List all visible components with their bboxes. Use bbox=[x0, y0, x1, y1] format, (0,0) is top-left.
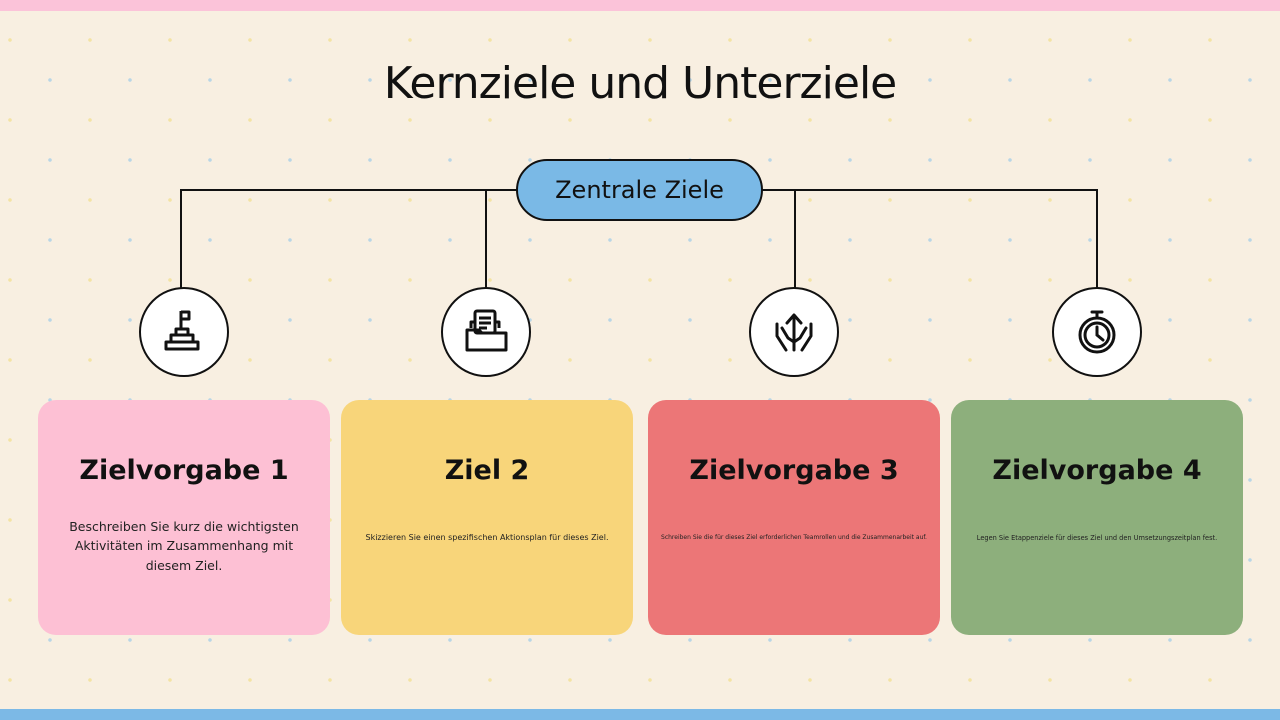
card-description: Legen Sie Etappenziele für dieses Ziel u… bbox=[976, 534, 1218, 542]
goal-card-2: Ziel 2 Skizzieren Sie einen spezifischen… bbox=[341, 400, 633, 635]
folder-document-icon bbox=[441, 287, 531, 377]
connector-4 bbox=[1096, 189, 1098, 288]
flag-podium-icon bbox=[139, 287, 229, 377]
connector-1 bbox=[180, 189, 182, 288]
card-description: Skizzieren Sie einen spezifischen Aktion… bbox=[365, 533, 609, 542]
connector-2 bbox=[485, 189, 487, 288]
card-title: Ziel 2 bbox=[444, 455, 530, 486]
goal-card-3: Zielvorgabe 3 Schreiben Sie die für dies… bbox=[648, 400, 940, 635]
bottom-accent-bar bbox=[0, 709, 1280, 720]
top-accent-bar bbox=[0, 0, 1280, 11]
central-goal-node: Zentrale Ziele bbox=[516, 159, 763, 221]
card-title: Zielvorgabe 4 bbox=[992, 455, 1202, 486]
goal-card-4: Zielvorgabe 4 Legen Sie Etappenziele für… bbox=[951, 400, 1243, 635]
connector-3 bbox=[794, 189, 796, 288]
stopwatch-icon bbox=[1052, 287, 1142, 377]
page-title: Kernziele und Unterziele bbox=[383, 58, 898, 109]
card-description: Schreiben Sie die für dieses Ziel erford… bbox=[661, 534, 927, 541]
goal-card-1: Zielvorgabe 1 Beschreiben Sie kurz die w… bbox=[38, 400, 330, 635]
card-description: Beschreiben Sie kurz die wichtigsten Akt… bbox=[69, 519, 299, 573]
card-title: Zielvorgabe 3 bbox=[689, 455, 899, 486]
card-title: Zielvorgabe 1 bbox=[79, 455, 289, 486]
hands-arrow-up-icon bbox=[749, 287, 839, 377]
